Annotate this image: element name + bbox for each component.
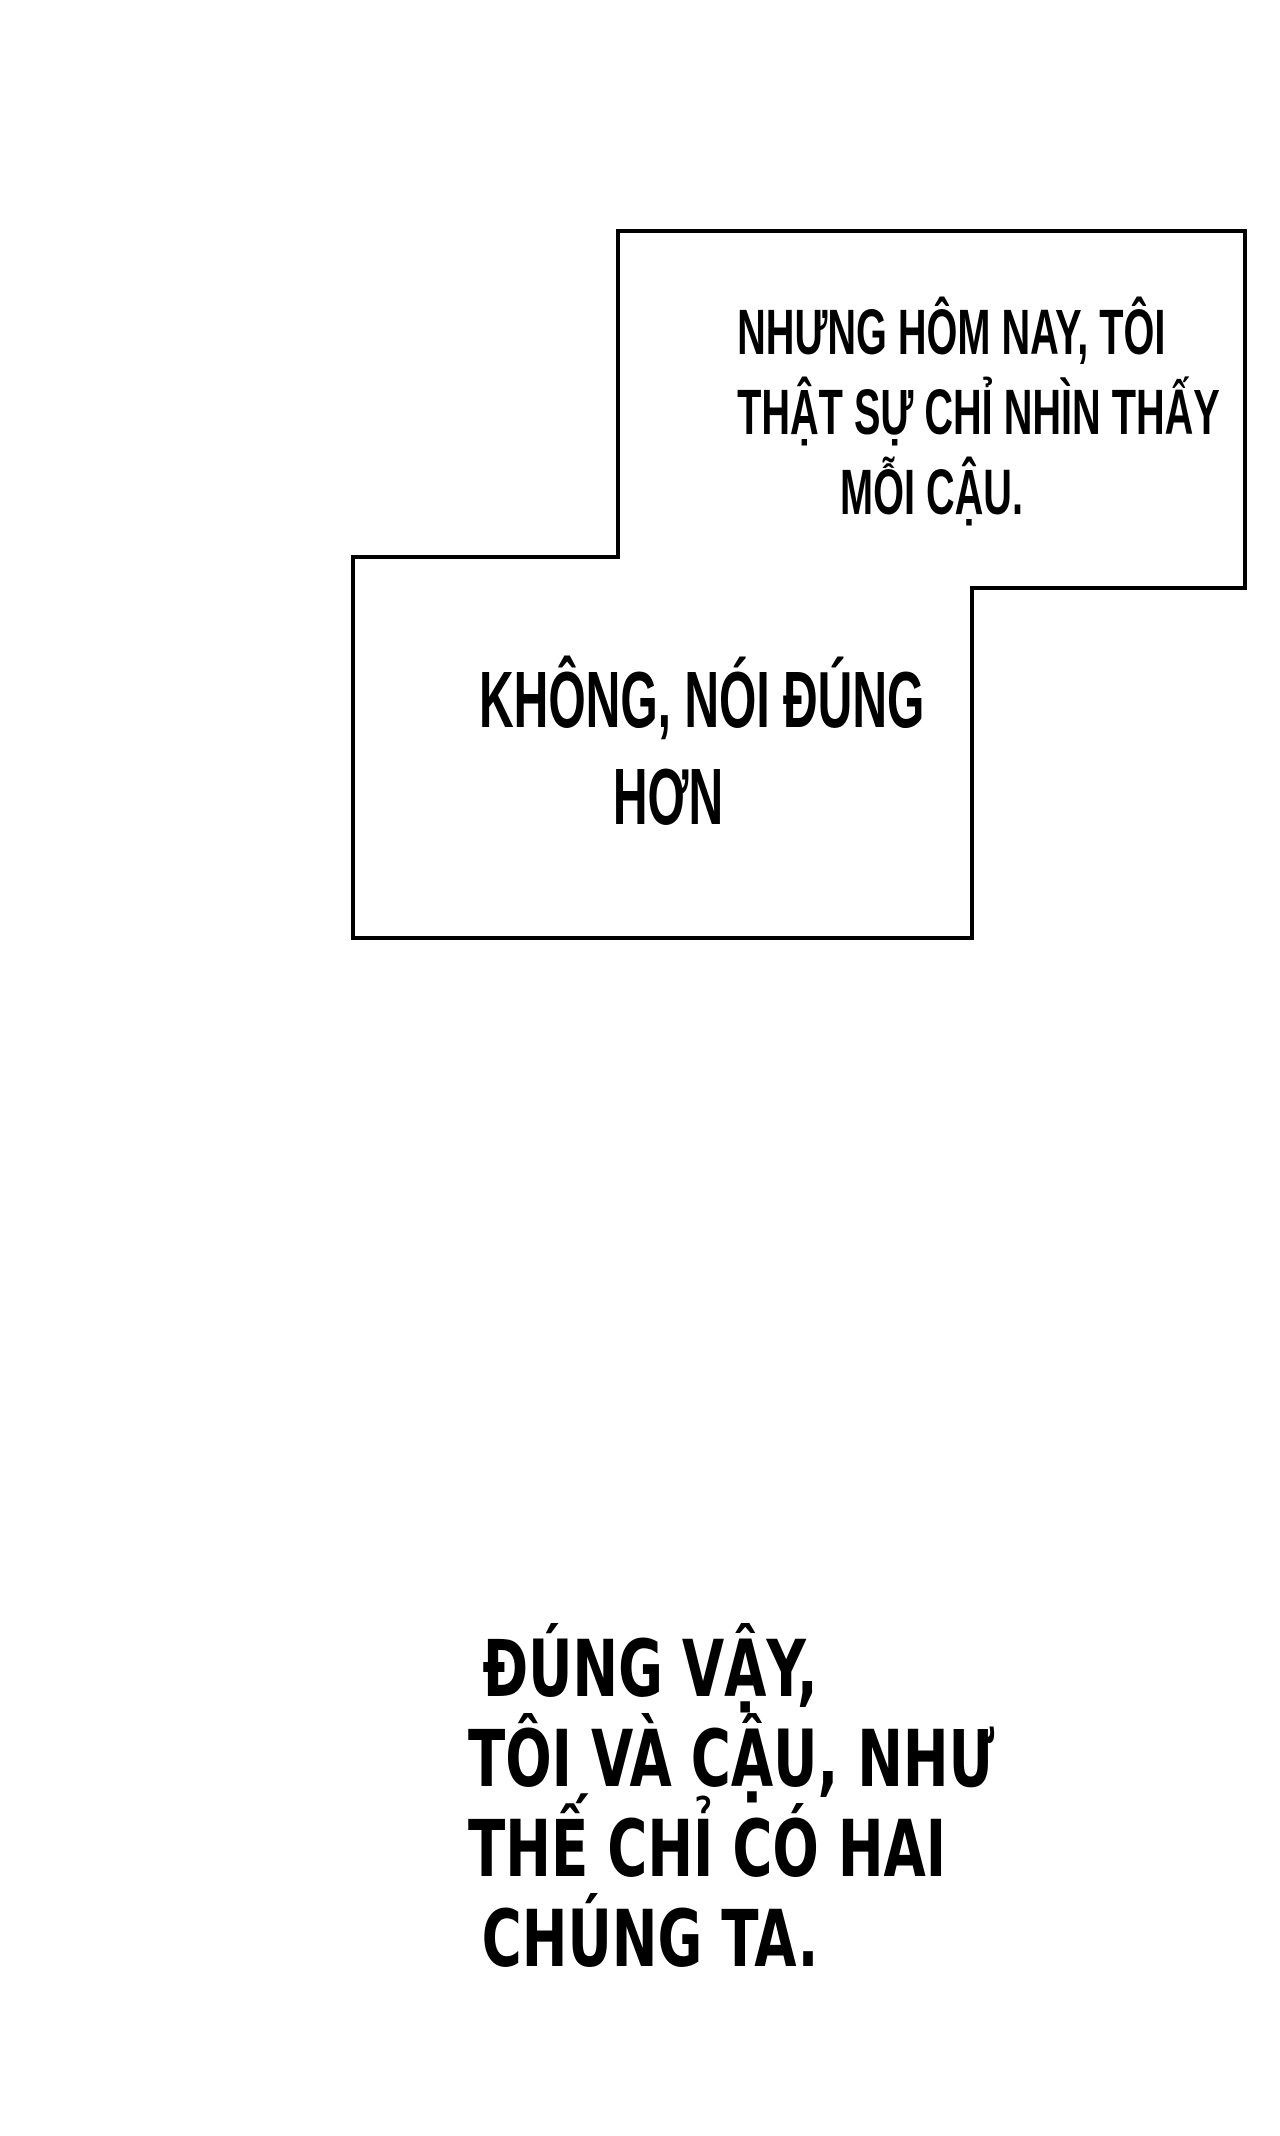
caption-line: CHÚNG TA. bbox=[481, 1895, 819, 1985]
free-narration-text: ĐÚNG VẬY, TÔI VÀ CẬU, NHƯ THẾ CHỈ CÓ HAI… bbox=[390, 1625, 995, 1985]
caption-line: THẬT SỰ CHỈ NHÌN THẤY bbox=[737, 376, 1220, 448]
caption-line: KHÔNG, NÓI ĐÚNG bbox=[479, 655, 925, 744]
narration-box-upper-text: NHƯNG HÔM NAY, TÔI THẬT SỰ CHỈ NHÌN THẤY… bbox=[618, 292, 1245, 532]
caption-line: MỖI CẬU. bbox=[840, 456, 1023, 528]
narration-box-lower-text: KHÔNG, NÓI ĐÚNG HƠN bbox=[353, 651, 983, 845]
caption-line: ĐÚNG VẬY, bbox=[482, 1625, 818, 1715]
caption-line: THẾ CHỈ CÓ HAI bbox=[468, 1805, 947, 1895]
caption-line: HƠN bbox=[612, 752, 724, 841]
caption-line: TÔI VÀ CẬU, NHƯ bbox=[468, 1715, 995, 1805]
caption-line: NHƯNG HÔM NAY, TÔI bbox=[737, 296, 1166, 368]
